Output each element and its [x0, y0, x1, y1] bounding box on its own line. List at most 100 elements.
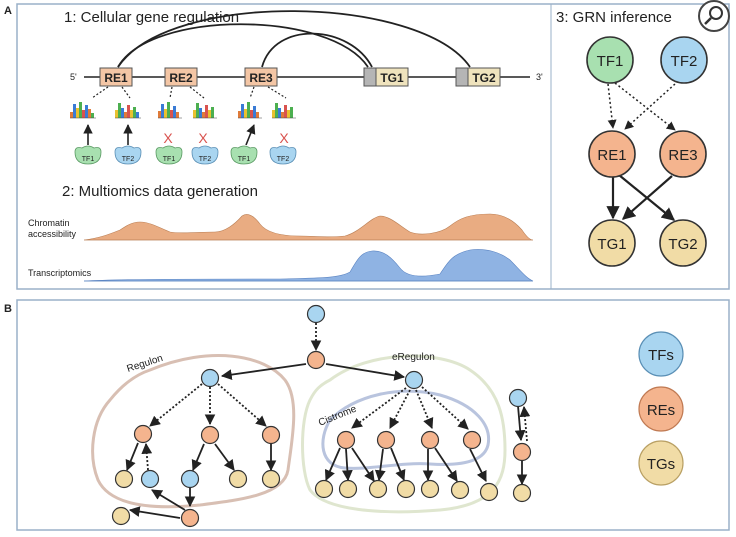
- tg-node-eregulon-5: [420, 479, 440, 499]
- tf2-protein-3: TF2: [269, 145, 297, 165]
- motif-logo-4: [193, 103, 217, 119]
- chromatin-label-line2: accessibility: [28, 229, 77, 239]
- five-prime-label: 5': [70, 72, 77, 82]
- tg-node-regulon-3: [261, 469, 281, 489]
- re2-box: RE2: [164, 67, 198, 87]
- legend-res: REs: [638, 386, 684, 432]
- panel-b-letter: B: [4, 303, 12, 315]
- legend-res-label: REs: [647, 402, 675, 419]
- motif-logo-3: [158, 102, 182, 119]
- tg-node-regulon-1: [114, 469, 134, 489]
- motif-logo-5: [238, 102, 262, 119]
- tf2-protein-2: TF2: [191, 145, 219, 165]
- grn-node-re1-label: RE1: [597, 147, 626, 164]
- tg-node-eregulon-6: [450, 480, 470, 500]
- re-node-bottom: [180, 508, 200, 528]
- re-node-regulon-1: [133, 424, 153, 444]
- tf-node-side: [508, 388, 528, 408]
- re-node-eregulon-1: [336, 430, 356, 450]
- tf-node-regulon: [200, 368, 220, 388]
- tg-node-eregulon-1: [314, 479, 334, 499]
- legend-tgs-label: TGs: [647, 456, 675, 473]
- legend-tgs: TGs: [638, 440, 684, 486]
- tg2-label: TG2: [472, 71, 496, 85]
- tf-node-regulon-inner-1: [140, 469, 160, 489]
- tf-node-top: [306, 304, 326, 324]
- grn-node-tg1: TG1: [588, 219, 636, 267]
- regulon-outline: [91, 354, 296, 509]
- re2-label: RE2: [169, 71, 193, 85]
- magnifier-icon[interactable]: [698, 0, 730, 32]
- cistrome-label: Cistrome: [317, 403, 359, 428]
- grn-node-re3: RE3: [659, 130, 707, 178]
- re-node-regulon-2: [200, 425, 220, 445]
- block-mark-3: X: [279, 130, 289, 146]
- tg2-box: TG2: [455, 67, 501, 87]
- tf1-protein-1: TF1: [74, 145, 102, 165]
- network-nodes: [111, 304, 532, 528]
- motif-logos: [70, 102, 296, 119]
- tf2-protein-2-label: TF2: [199, 156, 212, 163]
- grn-node-tf2: TF2: [660, 36, 708, 84]
- re-node-side: [512, 442, 532, 462]
- re-node-eregulon-2: [376, 430, 396, 450]
- re-node-eregulon-3: [420, 430, 440, 450]
- re1-box: RE1: [99, 67, 133, 87]
- motif-logo-2: [115, 103, 141, 119]
- tg-node-bottom: [111, 506, 131, 526]
- re1-label: RE1: [104, 71, 128, 85]
- grn-node-tf1: TF1: [586, 36, 634, 84]
- chromatin-track: [83, 213, 534, 241]
- tf1-protein-3: TF1: [230, 145, 258, 165]
- cistrome-outline: [321, 389, 491, 470]
- tg-node-eregulon-2: [338, 479, 358, 499]
- tf1-protein-3-label: TF1: [238, 156, 251, 163]
- legend-tfs-label: TFs: [648, 347, 674, 364]
- panel-b-frame: [16, 299, 730, 531]
- re-node-regulon-3: [261, 425, 281, 445]
- tf2-protein-3-label: TF2: [277, 156, 290, 163]
- tf1-protein-1-label: TF1: [82, 156, 95, 163]
- grn-node-tg1-label: TG1: [597, 236, 626, 253]
- grn-node-re3-label: RE3: [668, 147, 697, 164]
- re-node-eregulon-4: [462, 430, 482, 450]
- eregulon-label: eRegulon: [392, 352, 435, 363]
- panel-a-frame: [16, 3, 730, 290]
- three-prime-label: 3': [536, 72, 543, 82]
- transcriptomics-track: [83, 249, 534, 282]
- block-mark-1: X: [163, 130, 173, 146]
- section2-title: 2: Multiomics data generation: [62, 183, 258, 200]
- grn-node-tf2-label: TF2: [671, 53, 698, 70]
- tg-node-regulon-2: [228, 469, 248, 489]
- re3-box: RE3: [244, 67, 278, 87]
- binding-arrows: [83, 124, 256, 146]
- tf-node-regulon-inner-2: [180, 469, 200, 489]
- tg1-label: TG1: [380, 71, 404, 85]
- regulatory-loops: [117, 10, 471, 68]
- eregulon-outline: [301, 354, 507, 514]
- grn-node-re1: RE1: [588, 130, 636, 178]
- chromatin-label-line1: Chromatin: [28, 218, 70, 228]
- tg-node-eregulon-7: [479, 482, 499, 502]
- tg1-box: TG1: [363, 67, 409, 87]
- tf2-protein-1: TF2: [114, 145, 142, 165]
- tf1-protein-2: TF1: [155, 145, 183, 165]
- tg-node-eregulon-4: [396, 479, 416, 499]
- motif-logo-1: [70, 102, 96, 119]
- grn-edges: [606, 82, 676, 221]
- motif-logo-6: [272, 103, 296, 119]
- motif-connectors: [91, 86, 287, 99]
- panel-a-letter: A: [4, 5, 12, 17]
- block-mark-2: X: [198, 130, 208, 146]
- tf2-protein-1-label: TF2: [122, 156, 135, 163]
- legend-tfs: TFs: [638, 331, 684, 377]
- grn-node-tg2: TG2: [659, 219, 707, 267]
- re3-label: RE3: [249, 71, 273, 85]
- grn-node-tg2-label: TG2: [668, 236, 697, 253]
- re-node-top: [306, 350, 326, 370]
- tg-node-eregulon-3: [368, 479, 388, 499]
- grn-node-tf1-label: TF1: [597, 53, 624, 70]
- section3-title: 3: GRN inference: [556, 9, 672, 26]
- tf-node-eregulon: [404, 370, 424, 390]
